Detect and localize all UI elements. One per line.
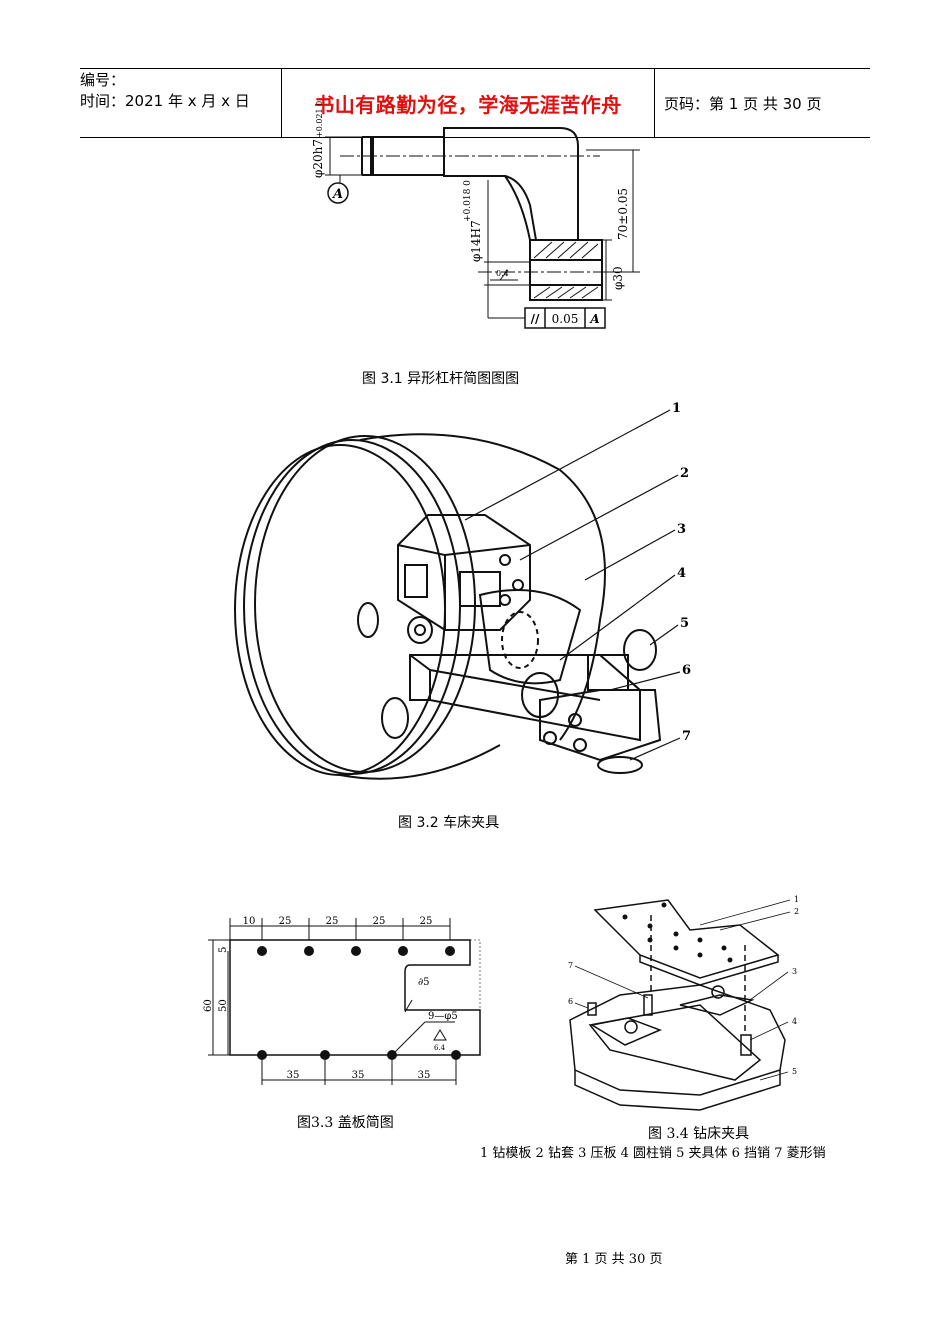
fig3-top-dim-3: 25 [326,916,339,927]
fig2-callout-6: 6 [682,663,691,678]
page-footer: 第 1 页 共 30 页 [565,1252,663,1267]
header-left: 编号： 时间：2021 年 x 月 x 日 [80,69,280,138]
figure-3-1-lever-drawing: A // 0.05 A φ20h7 +0.021 0 φ14H7 +0.018 … [311,101,640,329]
fig2-callout-5: 5 [680,616,689,631]
fig4-callout-3: 3 [792,967,797,976]
fig4-callout-6: 6 [568,997,573,1006]
dim-center: 70±0.05 [616,188,630,240]
fig3-left-dim-60: 60 [203,999,214,1012]
fig4-callout-4: 4 [792,1017,797,1026]
fig3-bottom-dim-2: 35 [352,1070,365,1081]
dim-boss: φ30 [611,266,625,290]
time-label: 时间：2021 年 x 月 x 日 [80,92,250,110]
fig2-callout-7: 7 [682,729,691,744]
fig4-callout-5: 5 [792,1067,797,1076]
dim-hole: φ14H7 [469,220,483,262]
header-page-info: 页码：第 1 页 共 30 页 [664,94,822,113]
header-motto: 书山有路勤为径，学海无涯苦作舟 [281,69,655,137]
parallel-symbol: // [531,312,540,326]
fig2-callout-4: 4 [677,566,686,581]
figure-3-3-cover-plate-drawing: 10 25 25 25 25 60 50 5 35 35 35 ∂5 9—φ5 … [203,916,481,1085]
fig4-callout-2: 2 [794,907,799,916]
figure-3-1-caption: 图 3.1 异形杠杆简图图图 [362,371,520,387]
fig4-callout-1: 1 [794,895,799,904]
tol-shaft: +0.021 0 [315,101,324,138]
number-label: 编号： [80,71,126,89]
fig3-left-dim-5: 5 [218,947,229,953]
roughness-value: 0.4 [496,269,509,278]
datum-a-label: A [331,187,343,202]
fig2-callout-1: 1 [672,401,681,416]
parallel-tolerance: 0.05 [552,312,579,326]
parallel-datum: A [589,312,599,326]
dim-shaft: φ20h7 [311,139,325,178]
fig2-callout-3: 3 [677,522,686,537]
figure-3-4-legend: 1 钻模板 2 钻套 3 压板 4 圆柱销 5 夹具体 6 挡销 7 菱形销 [480,1146,826,1161]
figure-3-4-drill-jig-drawing: 1 2 3 4 5 6 7 [568,895,799,1111]
figure-3-4-caption: 图 3.4 钻床夹具 [648,1126,750,1142]
fig3-top-dim-2: 25 [279,916,292,927]
fig3-slot-dim: ∂5 [418,977,430,988]
datum-a-circle [327,182,349,204]
fig4-callout-7: 7 [568,961,573,970]
tol-hole: +0.018 0 [463,180,473,222]
fig3-hole-note: 9—φ5 [428,1011,458,1022]
fig3-top-dim-5: 25 [420,916,433,927]
figure-3-2-lathe-fixture-drawing: 1 2 3 4 5 6 7 [234,401,691,780]
figure-3-3-caption: 图3.3 盖板简图 [297,1115,394,1131]
page-header: 编号： 时间：2021 年 x 月 x 日 书山有路勤为径，学海无涯苦作舟 页码… [80,68,870,138]
fig3-bottom-dim-3: 35 [418,1070,431,1081]
fig3-bottom-dim-1: 35 [287,1070,300,1081]
fig3-top-dim-4: 25 [373,916,386,927]
figure-3-2-caption: 图 3.2 车床夹具 [398,815,500,831]
fig3-top-dim-1: 10 [243,916,256,927]
fig3-left-dim-50: 50 [218,999,229,1012]
fig3-roughness: 6.4 [434,1044,446,1052]
fig2-callout-2: 2 [680,466,689,481]
